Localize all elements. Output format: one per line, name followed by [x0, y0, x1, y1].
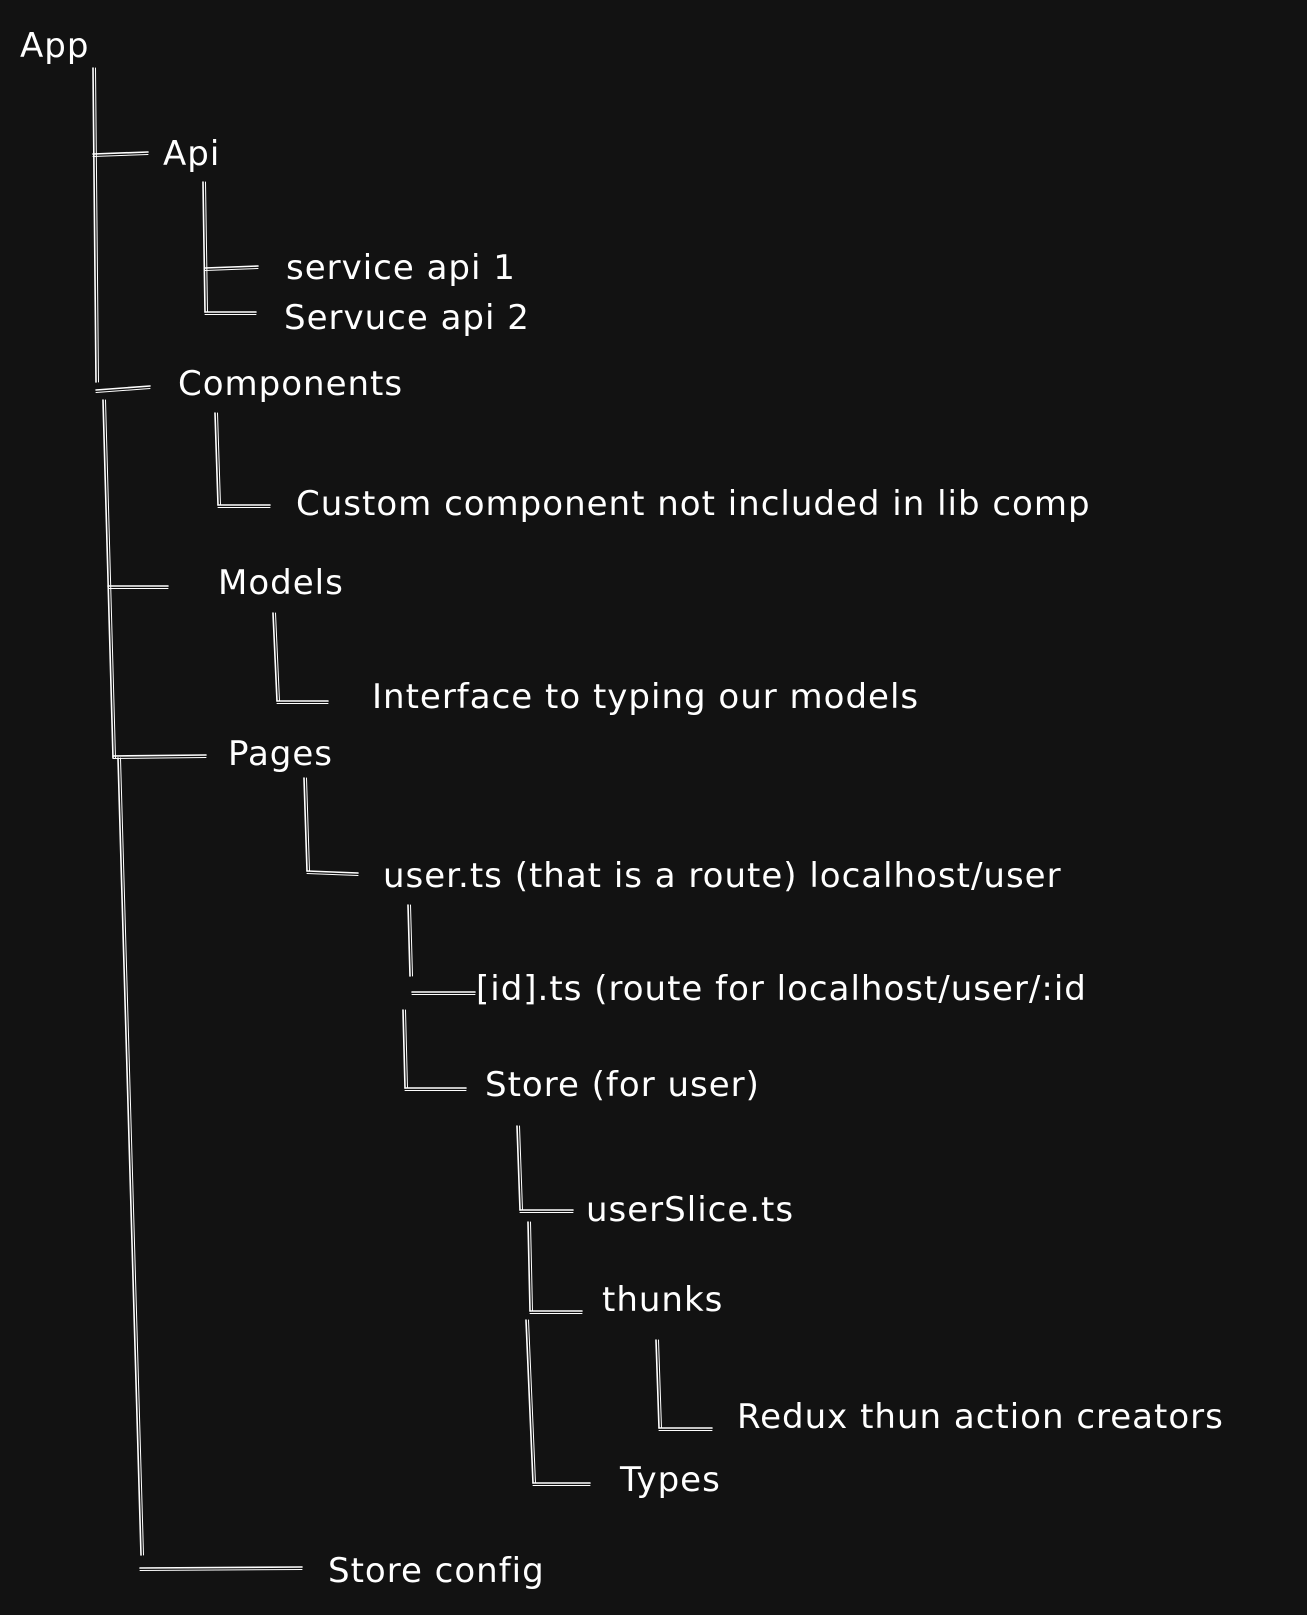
connector-trunk-user-ts-lower: [402, 1009, 406, 1089]
connector-branch-api: [92, 154, 149, 157]
connector-trunk-pages: [306, 777, 310, 872]
node-thunks: thunks: [602, 1280, 724, 1320]
connector-trunk-api: [202, 181, 206, 313]
connector-branch-store-config: [139, 1566, 303, 1569]
node-user-slice: userSlice.ts: [586, 1190, 795, 1230]
connector-trunk-store-lower: [528, 1319, 536, 1484]
connector-branch-user-ts: [306, 873, 359, 876]
connector-trunk-app-lower: [117, 757, 142, 1556]
connector-trunk-models: [272, 612, 278, 702]
node-store-config: Store config: [328, 1551, 545, 1591]
connector-branch-pages: [112, 754, 207, 757]
connector-trunk-thunks: [658, 1339, 662, 1429]
connector-trunk-components: [214, 412, 219, 506]
connector-trunk-store-middle: [530, 1221, 533, 1312]
node-models: Models: [218, 563, 344, 603]
connector-branch-store-config: [139, 1569, 303, 1571]
connector-trunk-store-upper: [516, 1125, 521, 1211]
node-interface: Interface to typing our models: [372, 677, 920, 717]
connector-branch-components: [95, 385, 151, 391]
connector-trunk-store-lower: [525, 1319, 534, 1484]
node-app: App: [20, 26, 90, 66]
node-api: Api: [163, 134, 221, 174]
connector-trunk-store-upper: [519, 1125, 523, 1211]
connector-trunk-user-ts-lower: [405, 1009, 408, 1089]
connector-trunk-pages: [303, 777, 308, 872]
connector-trunk-app-upper: [92, 67, 97, 383]
node-pages: Pages: [228, 734, 334, 774]
connector-trunk-app-middle: [102, 399, 114, 759]
node-components: Components: [178, 364, 404, 404]
connector-trunk-app-upper: [95, 67, 99, 383]
connector-trunk-components: [217, 412, 221, 506]
node-custom-component: Custom component not included in lib com…: [296, 484, 1091, 524]
connector-trunk-api: [205, 181, 208, 313]
connector-branch-pages: [112, 757, 207, 759]
connector-branch-user-ts: [306, 870, 359, 874]
connector-trunk-store-middle: [527, 1221, 531, 1312]
connector-branch-service-api-1: [204, 268, 259, 271]
connector-trunk-app-lower: [120, 757, 144, 1556]
node-redux-thun: Redux thun action creators: [737, 1397, 1224, 1437]
node-id-ts: [id].ts (route for localhost/user/:id: [476, 969, 1087, 1009]
connector-trunk-user-ts-upper: [410, 904, 413, 977]
node-service-api-1: service api 1: [286, 248, 516, 288]
connector-trunk-app-middle: [105, 399, 116, 759]
node-user-ts: user.ts (that is a route) localhost/user: [383, 856, 1062, 896]
node-store-user: Store (for user): [485, 1065, 760, 1105]
connector-trunk-models: [275, 612, 280, 702]
connector-branch-api: [92, 151, 149, 155]
connector-branch-components: [95, 388, 151, 393]
connector-branch-service-api-1: [204, 265, 259, 269]
connector-trunk-thunks: [655, 1339, 660, 1429]
node-service-api-2: Servuce api 2: [284, 298, 530, 338]
node-types: Types: [620, 1460, 721, 1500]
connector-trunk-user-ts-upper: [407, 904, 411, 977]
